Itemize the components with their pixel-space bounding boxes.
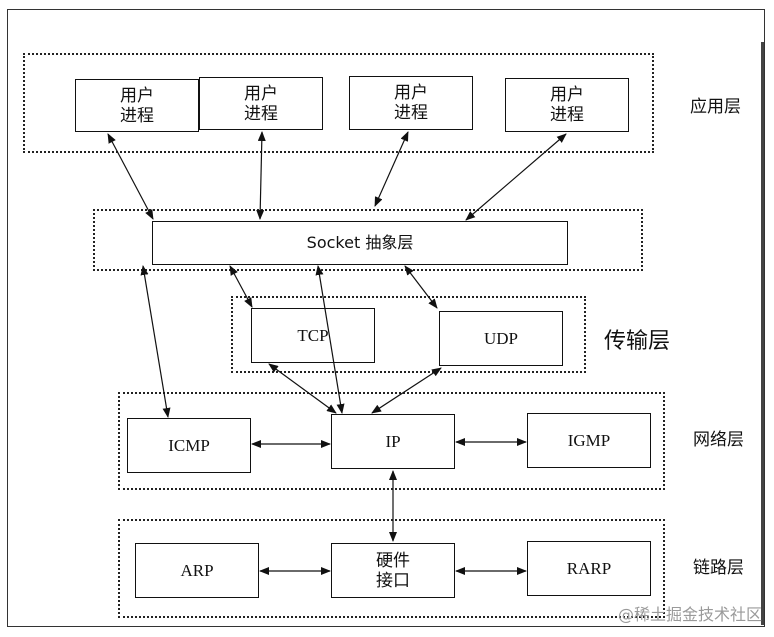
user-process-box-2: 用户 进程 [199,77,323,130]
socket-box: Socket 抽象层 [152,221,568,265]
rarp-box: RARP [527,541,651,596]
icmp-box: ICMP [127,418,251,473]
link-layer-label: 链路层 [693,558,744,578]
user-process-label: 用户 进程 [394,83,428,123]
network-layer-label: 网络层 [693,430,744,450]
diagram-frame [7,9,765,627]
igmp-label: IGMP [567,430,611,450]
tcp-box: TCP [251,308,375,363]
hardware-interface-box: 硬件 接口 [331,543,455,598]
user-process-box-3: 用户 进程 [349,76,473,130]
user-process-label: 用户 进程 [120,85,154,126]
watermark: @稀土掘金技术社区 [617,605,762,624]
hardware-interface-label: 硬件 接口 [376,550,410,591]
igmp-box: IGMP [527,413,651,468]
ip-label: IP [385,431,401,451]
ip-box: IP [331,414,455,469]
arp-label: ARP [180,560,214,580]
socket-layer-group [93,209,643,271]
user-process-label: 用户 进程 [244,83,278,124]
icmp-label: ICMP [168,435,210,455]
application-layer-group [23,53,654,153]
frame-shadow [761,42,764,625]
user-process-box-1: 用户 进程 [75,79,199,132]
application-layer-label: 应用层 [690,97,741,117]
transport-layer-label: 传输层 [604,329,671,354]
user-process-box-4: 用户 进程 [505,78,629,132]
udp-label: UDP [483,328,518,348]
arp-box: ARP [135,543,259,598]
tcp-label: TCP [297,325,329,345]
socket-label: Socket 抽象层 [306,233,414,252]
rarp-label: RARP [566,558,612,578]
udp-box: UDP [439,311,563,366]
user-process-label: 用户 进程 [550,85,584,125]
